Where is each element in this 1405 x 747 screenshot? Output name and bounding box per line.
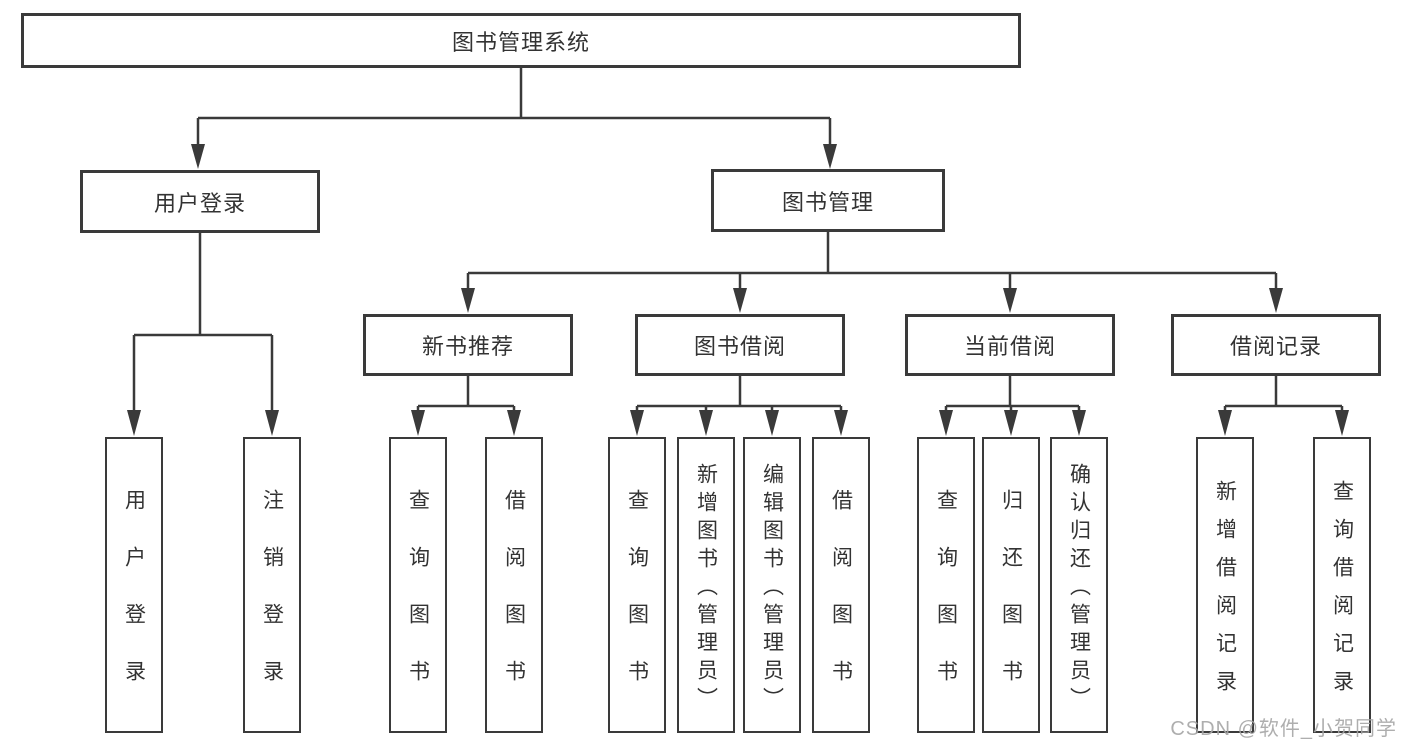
leaf-label: 借阅图书 <box>829 489 853 717</box>
node-label: 图书管理 <box>781 189 874 215</box>
node-book-management-group: 图书管理 <box>711 169 945 232</box>
node-book-borrow: 图书借阅 <box>635 314 845 376</box>
node-label: 图书管理系统 <box>451 29 590 55</box>
leaf-label: 用户登录 <box>122 489 146 717</box>
node-label: 新书推荐 <box>421 334 514 359</box>
leaf-return-book: 归还图书 <box>982 437 1040 733</box>
leaf-label: 查询图书 <box>625 489 649 717</box>
node-label: 用户登录 <box>153 190 246 216</box>
node-borrow-record: 借阅记录 <box>1171 314 1381 376</box>
leaf-query-borrow-record: 查询借阅记录 <box>1313 437 1371 733</box>
leaf-user-login: 用户登录 <box>105 437 163 733</box>
leaf-label: 新增图书（管理员） <box>694 462 718 715</box>
node-user-login-group: 用户登录 <box>80 170 320 233</box>
leaf-label: 新增借阅记录 <box>1213 479 1237 708</box>
leaf-label: 编辑图书（管理员） <box>760 462 784 715</box>
node-current-borrow: 当前借阅 <box>905 314 1115 376</box>
leaf-label: 查询借阅记录 <box>1330 479 1354 708</box>
leaf-query-book-1: 查询图书 <box>389 437 447 733</box>
node-new-book-recommend: 新书推荐 <box>363 314 573 376</box>
leaf-logout: 注销登录 <box>243 437 301 733</box>
leaf-edit-book-admin: 编辑图书（管理员） <box>743 437 801 733</box>
node-book-management-system: 图书管理系统 <box>21 13 1021 68</box>
leaf-query-book-2: 查询图书 <box>608 437 666 733</box>
leaf-confirm-return-admin: 确认归还（管理员） <box>1050 437 1108 733</box>
node-label: 当前借阅 <box>963 334 1056 359</box>
node-label: 图书借阅 <box>693 334 786 359</box>
leaf-add-book-admin: 新增图书（管理员） <box>677 437 735 733</box>
leaf-label: 注销登录 <box>260 489 284 717</box>
leaf-query-book-3: 查询图书 <box>917 437 975 733</box>
leaf-label: 查询图书 <box>934 489 958 717</box>
leaf-label: 查询图书 <box>406 489 430 717</box>
node-label: 借阅记录 <box>1229 334 1322 359</box>
leaf-label: 借阅图书 <box>502 489 526 717</box>
leaf-borrow-book-2: 借阅图书 <box>812 437 870 733</box>
leaf-label: 确认归还（管理员） <box>1067 462 1091 715</box>
leaf-label: 归还图书 <box>999 489 1023 717</box>
csdn-watermark: CSDN @软件_小贺同学 <box>1170 718 1397 740</box>
leaf-add-borrow-record: 新增借阅记录 <box>1196 437 1254 733</box>
leaf-borrow-book-1: 借阅图书 <box>485 437 543 733</box>
